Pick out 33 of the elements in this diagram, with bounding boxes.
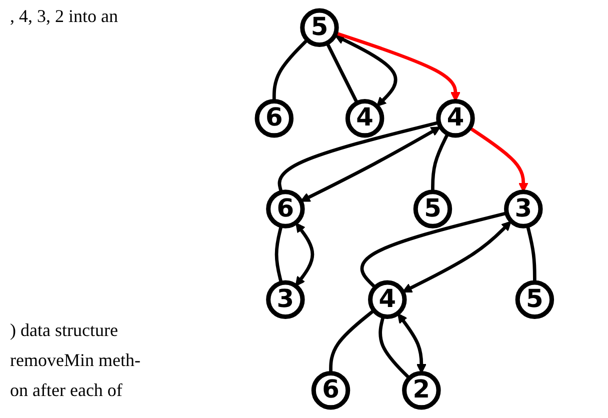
text-fragment: ) data structure bbox=[10, 320, 118, 341]
node-circle bbox=[310, 370, 350, 410]
arrow bbox=[397, 313, 426, 374]
connector bbox=[325, 42, 358, 104]
arrow bbox=[468, 126, 528, 192]
text-fragment: removeMin meth- bbox=[10, 350, 140, 371]
node-circle bbox=[300, 8, 338, 48]
connector bbox=[274, 225, 283, 284]
connector bbox=[328, 309, 375, 374]
connector bbox=[360, 212, 507, 289]
arrow bbox=[334, 31, 460, 102]
node-circle bbox=[412, 190, 452, 228]
node-circle bbox=[514, 280, 554, 320]
node-circle bbox=[266, 190, 304, 228]
text-fragment: on after each of bbox=[10, 380, 122, 401]
arrow bbox=[402, 220, 511, 292]
node-circle bbox=[436, 98, 474, 138]
arrow bbox=[294, 222, 314, 286]
connector bbox=[272, 38, 308, 102]
arrow bbox=[334, 35, 397, 107]
node-circle bbox=[368, 280, 406, 320]
connector bbox=[378, 316, 410, 380]
connector bbox=[277, 120, 439, 193]
tree-diagram: 5 6 4 4 6 5 3 3 4 5 6 2 bbox=[248, 0, 560, 418]
connector bbox=[430, 132, 449, 192]
node-circle bbox=[504, 190, 542, 228]
text-fragment: , 4, 3, 2 into an bbox=[10, 6, 118, 27]
node-circle bbox=[254, 98, 294, 138]
connector bbox=[525, 225, 536, 283]
arrow bbox=[300, 126, 440, 202]
node-circle bbox=[266, 280, 304, 320]
node-circle bbox=[345, 98, 384, 138]
node-circle bbox=[402, 370, 440, 410]
